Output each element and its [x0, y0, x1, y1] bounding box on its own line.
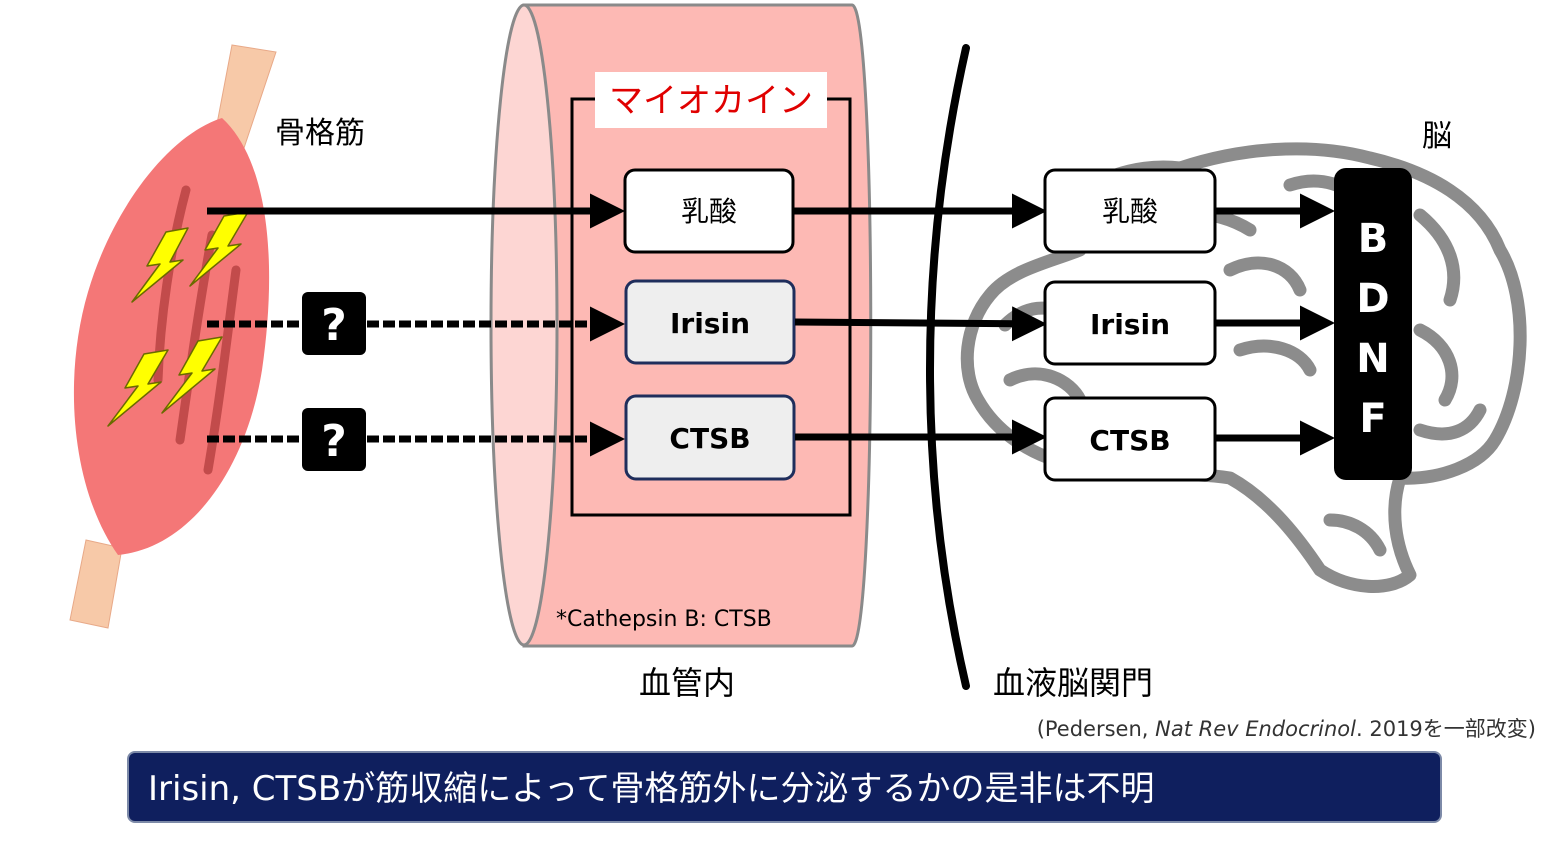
svg-text:CTSB: CTSB — [669, 422, 750, 455]
myokine-label-bg — [595, 72, 827, 128]
brain-box-irisin: Irisin — [1043, 280, 1217, 366]
svg-text:?: ? — [321, 416, 347, 467]
label-muscle: 骨格筋 — [275, 116, 365, 151]
svg-text:乳酸: 乳酸 — [1102, 195, 1158, 228]
label-vessel: 血管内 — [639, 664, 735, 702]
svg-text:?: ? — [321, 300, 347, 351]
vessel-box-lactate: 乳酸 — [623, 168, 795, 254]
label-brain: 脳 — [1422, 119, 1452, 154]
brain-box-ctsb: CTSB — [1043, 396, 1217, 482]
svg-text:Irisin, CTSBが筋収縮によって骨格筋外に分泌するか: Irisin, CTSBが筋収縮によって骨格筋外に分泌するかの是非は不明 — [148, 769, 1154, 809]
blood-brain-barrier — [926, 44, 970, 690]
vessel-box-ctsb: CTSB — [624, 394, 796, 481]
svg-text:CTSB: CTSB — [1089, 424, 1170, 457]
label-bbb: 血液脳関門 — [993, 664, 1153, 702]
footnote: *Cathepsin B: CTSB — [556, 607, 772, 632]
bdnf-letter: D — [1356, 276, 1389, 322]
lightning-icon — [107, 211, 249, 427]
skeletal-muscle — [69, 44, 277, 629]
myokine-label: マイオカイン — [609, 81, 813, 121]
vessel-box-irisin: Irisin — [624, 279, 796, 365]
question-mark-box: ? — [302, 408, 366, 471]
arrow-vessel-irisin — [794, 306, 1047, 342]
citation: (Pedersen, Nat Rev Endocrinol. 2019を一部改変… — [1037, 717, 1536, 741]
conclusion-banner: Irisin, CTSBが筋収縮によって骨格筋外に分泌するかの是非は不明 — [127, 751, 1442, 823]
svg-text:Irisin: Irisin — [670, 307, 750, 340]
bdnf-box: B D N F — [1334, 168, 1412, 480]
bdnf-letter: N — [1356, 336, 1389, 382]
myokine-bracket — [570, 97, 852, 517]
brain-box-lactate: 乳酸 — [1043, 168, 1217, 254]
bdnf-letter: F — [1359, 396, 1386, 442]
question-mark-box: ? — [302, 292, 366, 355]
svg-text:Irisin: Irisin — [1090, 308, 1170, 341]
svg-text:乳酸: 乳酸 — [681, 195, 737, 228]
bdnf-letter: B — [1358, 216, 1389, 262]
